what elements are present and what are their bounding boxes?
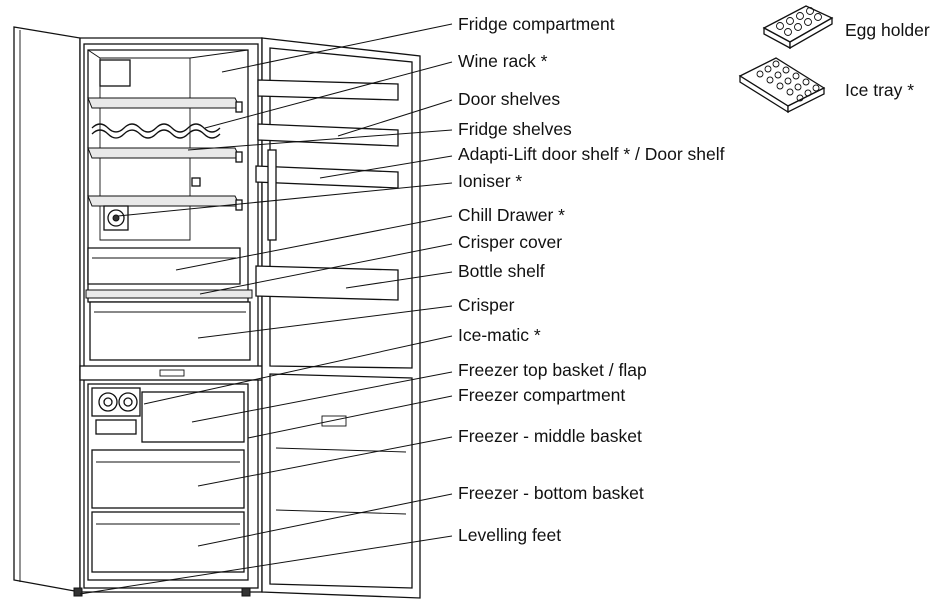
labels: Fridge compartment Wine rack * Door shel… xyxy=(458,14,725,545)
label-ioniser: Ioniser * xyxy=(458,171,522,191)
label-crisper-cover: Crisper cover xyxy=(458,232,562,252)
label-ice-tray: Ice tray * xyxy=(845,80,914,100)
label-crisper: Crisper xyxy=(458,295,515,315)
label-levelling-feet: Levelling feet xyxy=(458,525,561,545)
label-fridge-shelves: Fridge shelves xyxy=(458,119,572,139)
egg-holder-icon xyxy=(762,5,834,50)
label-freezer-bottom-basket: Freezer - bottom basket xyxy=(458,483,644,503)
label-bottle-shelf: Bottle shelf xyxy=(458,261,545,281)
label-chill-drawer: Chill Drawer * xyxy=(458,205,565,225)
ice-tray-icon xyxy=(738,57,826,114)
label-wine-rack: Wine rack * xyxy=(458,51,548,71)
cabinet xyxy=(13,26,263,597)
label-freezer-compartment: Freezer compartment xyxy=(458,385,625,405)
label-door-shelves: Door shelves xyxy=(458,89,560,109)
door xyxy=(255,37,421,599)
label-ice-matic: Ice-matic * xyxy=(458,325,541,345)
label-freezer-middle-basket: Freezer - middle basket xyxy=(458,426,642,446)
label-egg-holder: Egg holder xyxy=(845,20,930,40)
label-freezer-top-basket: Freezer top basket / flap xyxy=(458,360,647,380)
label-fridge-compartment: Fridge compartment xyxy=(458,14,615,34)
leader-lines xyxy=(79,23,453,595)
label-adapti-lift: Adapti-Lift door shelf * / Door shelf xyxy=(458,144,725,164)
